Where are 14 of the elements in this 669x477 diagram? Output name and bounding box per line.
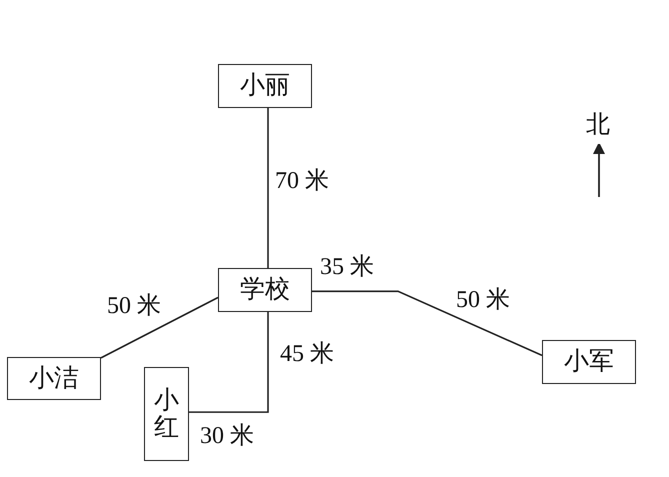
location-box <box>7 357 101 400</box>
connector-line <box>100 296 218 359</box>
connector-line <box>312 290 542 356</box>
place-name: 小红 <box>154 386 179 442</box>
location-box <box>144 367 189 461</box>
location-box <box>542 340 636 384</box>
place-name: 小洁 <box>29 364 79 392</box>
place-name: 小军 <box>564 348 614 376</box>
place-name: 小丽 <box>240 72 290 100</box>
place-name: 学校 <box>240 276 290 304</box>
connector-line <box>189 312 269 413</box>
location-box <box>218 268 312 312</box>
location-box <box>218 64 312 108</box>
connector-line <box>267 108 269 268</box>
